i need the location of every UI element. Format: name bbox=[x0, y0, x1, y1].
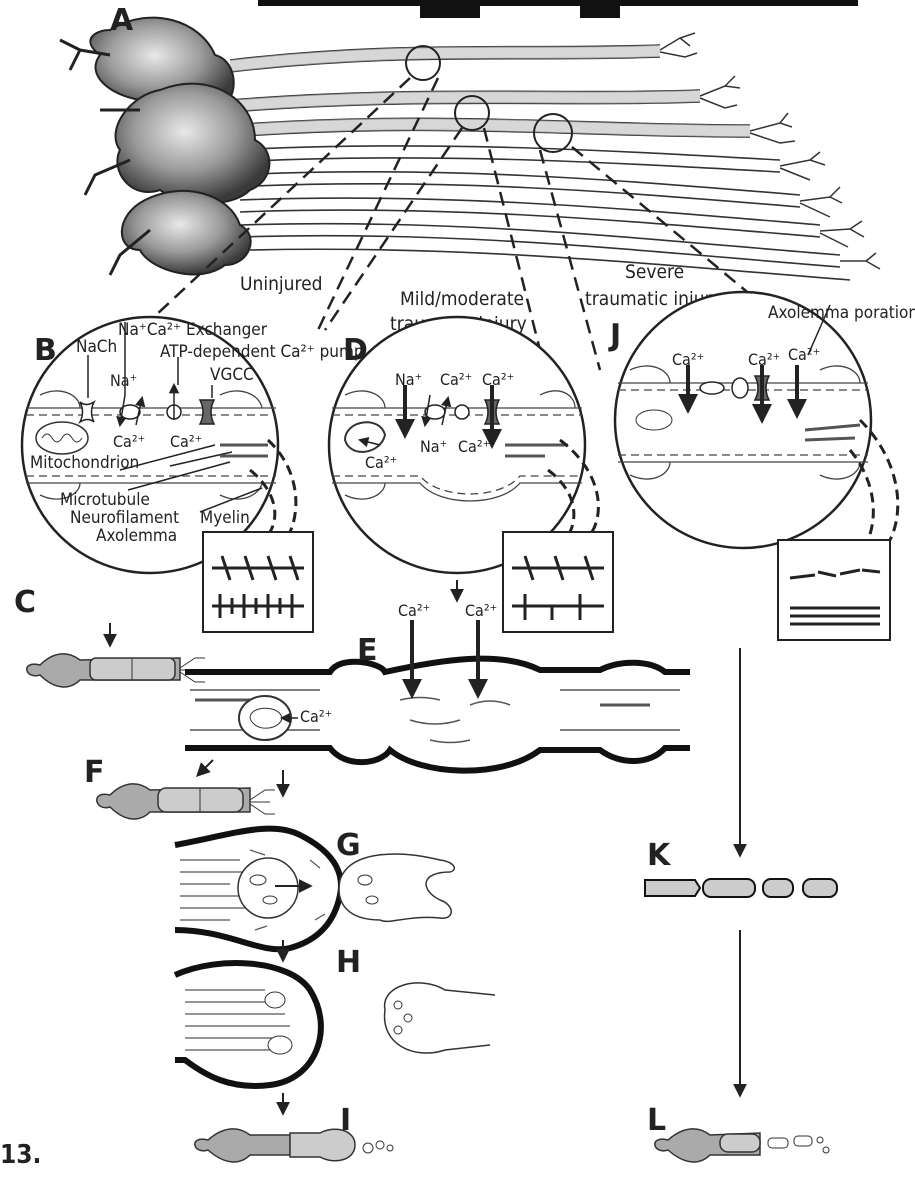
ion-ca-j1: Ca²⁺ bbox=[672, 350, 704, 369]
ion-ca-e3: Ca²⁺ bbox=[300, 707, 332, 726]
panel-label-b: B bbox=[34, 333, 57, 368]
ion-ca-d1: Ca²⁺ bbox=[440, 370, 472, 389]
panel-h-retraction-bulb: H bbox=[175, 940, 495, 1086]
label-pump: ATP-dependent Ca²⁺ pump bbox=[160, 342, 364, 362]
panel-label-e: E bbox=[357, 633, 378, 668]
label-nach: NaCh bbox=[76, 337, 117, 357]
label-uninjured: Uninjured bbox=[240, 273, 323, 295]
ion-ca-j2: Ca²⁺ bbox=[748, 350, 780, 369]
label-microtubule: Microtubule bbox=[60, 490, 150, 510]
ion-ca-b1: Ca²⁺ bbox=[113, 432, 145, 451]
label-exchanger: Na⁺Ca²⁺ Exchanger bbox=[118, 320, 268, 340]
ion-ca-b2: Ca²⁺ bbox=[170, 432, 202, 451]
panel-label-a: A bbox=[110, 3, 134, 38]
panel-label-f: F bbox=[84, 755, 105, 790]
ion-na-b: Na⁺ bbox=[110, 371, 137, 390]
ion-na-d2: Na⁺ bbox=[420, 437, 447, 456]
panel-label-j: J bbox=[608, 318, 621, 353]
label-vgcc: VGCC bbox=[210, 365, 254, 385]
label-myelin: Myelin bbox=[200, 508, 250, 528]
top-header-fragment bbox=[258, 0, 858, 18]
panel-label-c: C bbox=[14, 585, 36, 620]
panel-c-healthy-neuron: C bbox=[14, 585, 205, 687]
panel-k-fragmentation: K bbox=[645, 648, 837, 897]
figure-number: 13. bbox=[0, 1140, 41, 1170]
label-severe-1: Severe bbox=[625, 261, 684, 283]
ion-ca-d3: Ca²⁺ bbox=[458, 437, 490, 456]
panel-label-h: H bbox=[336, 945, 361, 980]
ion-na-d1: Na⁺ bbox=[395, 370, 422, 389]
label-neurofilament: Neurofilament bbox=[70, 508, 179, 528]
panel-label-i: I bbox=[340, 1103, 351, 1138]
panel-f-injured-neuron: F bbox=[84, 755, 283, 819]
label-axolemma: Axolemma bbox=[96, 526, 177, 546]
panel-l-wallerian-degeneration: L bbox=[647, 930, 829, 1162]
ion-ca-j3: Ca²⁺ bbox=[788, 345, 820, 364]
panel-label-d: D bbox=[343, 333, 368, 368]
panel-label-l: L bbox=[647, 1103, 666, 1138]
panel-g-axon-disconnection: G bbox=[175, 828, 454, 949]
ion-ca-d2: Ca²⁺ bbox=[482, 370, 514, 389]
label-mild-1: Mild/moderate bbox=[400, 288, 524, 310]
panel-i-degeneration: I bbox=[195, 1093, 393, 1162]
label-poration: Axolemma poration bbox=[768, 303, 915, 323]
panel-label-k: K bbox=[647, 838, 672, 873]
ion-ca-e2: Ca²⁺ bbox=[465, 601, 497, 620]
ion-ca-e1: Ca²⁺ bbox=[398, 601, 430, 620]
ion-ca-d4: Ca²⁺ bbox=[365, 453, 397, 472]
panel-j-severe-node: Ca²⁺ Ca²⁺ Ca²⁺ Axolemma poration J bbox=[608, 292, 915, 548]
label-mitochondrion: Mitochondrion bbox=[30, 453, 139, 473]
panel-label-g: G bbox=[336, 828, 361, 863]
